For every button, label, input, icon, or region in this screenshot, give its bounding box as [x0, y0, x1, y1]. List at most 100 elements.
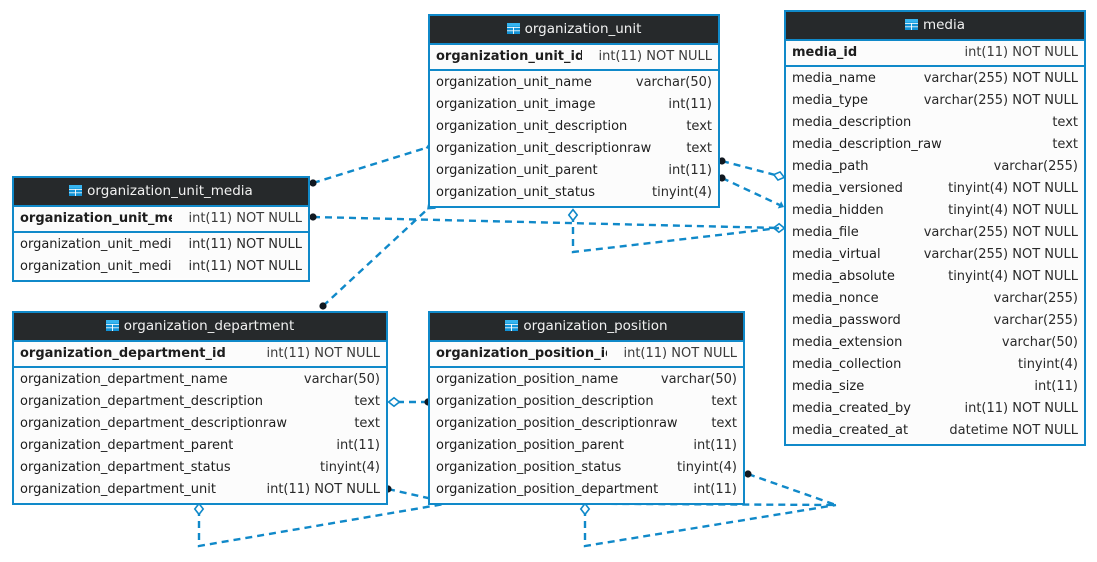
- relation-rel-od-bottom-route[interactable]: [193, 501, 451, 548]
- table-organization_unit_media[interactable]: organization_unit_media organization_unit…: [12, 176, 310, 282]
- column-type: int(11) NOT NULL: [188, 259, 302, 274]
- relation-line: [312, 144, 433, 185]
- table-header-media[interactable]: media: [786, 12, 1084, 41]
- primary-key-row[interactable]: organization_unit_media_id int(11) NOT NU…: [14, 207, 308, 233]
- relation-rel-oum-to-media[interactable]: [309, 213, 786, 234]
- table-organization_department[interactable]: organization_department organization_depa…: [12, 311, 388, 505]
- table-title: organization_department: [123, 318, 295, 334]
- column-row[interactable]: media_created_by int(11) NOT NULL: [786, 398, 1084, 420]
- relation-rel-op-to-od[interactable]: [387, 396, 432, 408]
- column-type: int(11) NOT NULL: [188, 211, 302, 226]
- table-title: organization_unit: [524, 21, 642, 37]
- column-type: varchar(255): [993, 291, 1078, 306]
- column-name: organization_position_parent: [436, 438, 624, 453]
- column-row[interactable]: media_extension varchar(50): [786, 332, 1084, 354]
- column-type: tinyint(4): [651, 185, 712, 200]
- relation-line: [721, 176, 785, 209]
- column-name: organization_unit_media_dst: [20, 259, 172, 274]
- column-name: organization_position_descriptionraw: [436, 416, 678, 431]
- relation-rel-oum-to-ou[interactable]: [309, 140, 439, 187]
- column-type: tinyint(4) NOT NULL: [948, 181, 1078, 196]
- column-name: media_versioned: [792, 181, 903, 196]
- column-type: varchar(255): [993, 313, 1078, 328]
- column-type: tinyint(4) NOT NULL: [948, 269, 1078, 284]
- column-type: int(11) NOT NULL: [598, 49, 712, 64]
- table-header-organization_department[interactable]: organization_department: [14, 313, 386, 342]
- column-row[interactable]: media_versioned tinyint(4) NOT NULL: [786, 178, 1084, 200]
- column-row[interactable]: organization_unit_media_dst int(11) NOT N…: [14, 256, 308, 278]
- relation-line: [583, 503, 837, 548]
- column-type: int(11): [668, 97, 712, 112]
- relation-rel-ou-parent-to-media[interactable]: [718, 174, 785, 210]
- column-type: text: [1052, 137, 1078, 152]
- table-icon: [105, 320, 119, 331]
- column-type: text: [686, 141, 712, 156]
- column-name: media_created_by: [792, 401, 911, 416]
- column-name: media_extension: [792, 335, 903, 350]
- table-title: organization_unit_media: [87, 183, 253, 199]
- column-row[interactable]: organization_unit_media_srcint(11) NOT N…: [14, 234, 308, 256]
- table-header-organization_unit[interactable]: organization_unit: [430, 16, 718, 45]
- column-type: varchar(255): [993, 159, 1078, 174]
- column-type: varchar(255) NOT NULL: [923, 247, 1078, 262]
- table-header-organization_position[interactable]: organization_position: [430, 313, 743, 342]
- relation-rel-od-to-ou[interactable]: [319, 198, 438, 310]
- column-type: int(11): [693, 438, 737, 453]
- column-name: organization_unit_media_id: [20, 211, 173, 226]
- table-header-organization_unit_media[interactable]: organization_unit_media: [14, 178, 308, 207]
- column-name: organization_unit_description: [436, 119, 628, 134]
- column-name: organization_unit_descriptionraw: [436, 141, 652, 156]
- relation-rel-ou-image-to-media[interactable]: [718, 157, 786, 182]
- column-row[interactable]: organization_unit_descriptionraw text: [430, 138, 718, 160]
- column-row[interactable]: organization_position_parent int(11): [430, 435, 743, 457]
- relation-rel-ou-bottom-to-media[interactable]: [567, 208, 780, 254]
- relation-endpoint-dot: [309, 213, 317, 221]
- column-name: organization_position_description: [436, 394, 654, 409]
- relation-rel-op-bottom-route[interactable]: [579, 502, 837, 548]
- column-name: media_file: [792, 225, 859, 240]
- column-name: media_type: [792, 93, 869, 108]
- column-type: datetime NOT NULL: [949, 423, 1078, 438]
- column-type: varchar(50): [1001, 335, 1078, 350]
- column-type: int(11) NOT NULL: [964, 401, 1078, 416]
